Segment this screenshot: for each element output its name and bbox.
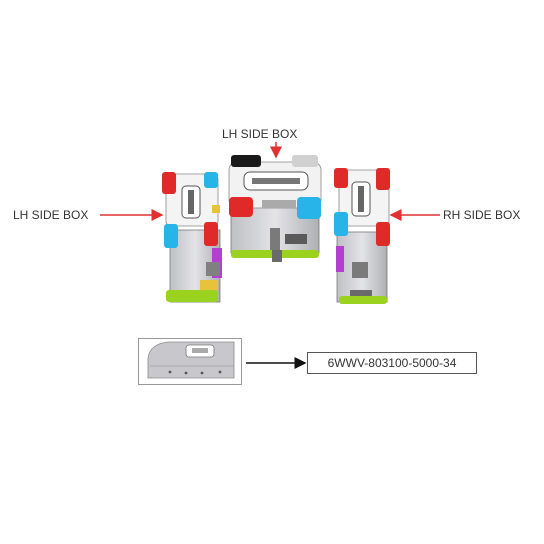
rh-side-box xyxy=(334,168,390,304)
part-thumbnail xyxy=(147,341,235,379)
part-number-box: 6WWV-803100-5000-34 xyxy=(307,352,477,374)
part-thumbnail-frame xyxy=(138,338,242,385)
lh-side-box-center xyxy=(228,155,322,262)
label-top-lh-side-box: LH SIDE BOX xyxy=(222,127,298,141)
part-number-text: 6WWV-803100-5000-34 xyxy=(327,356,457,370)
lh-side-box-left xyxy=(162,172,222,303)
label-left-lh-side-box: LH SIDE BOX xyxy=(13,208,89,222)
label-rh-side-box: RH SIDE BOX xyxy=(443,208,521,222)
